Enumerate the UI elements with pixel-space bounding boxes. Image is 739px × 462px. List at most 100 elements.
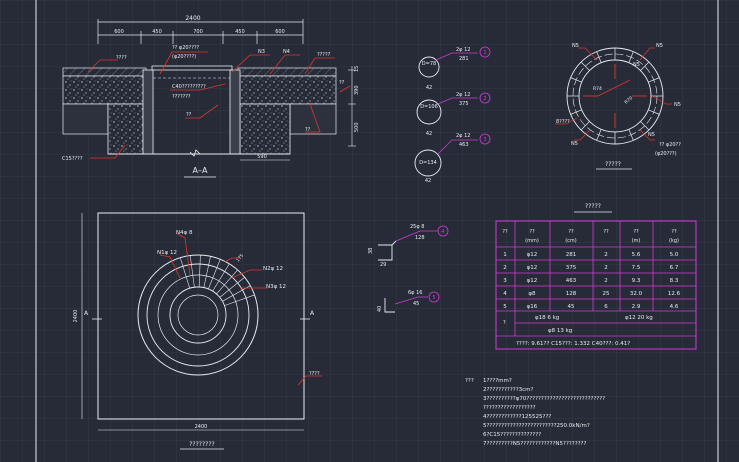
table-cell: φ16	[527, 304, 538, 310]
rebar-2-top: 2φ 12	[456, 92, 470, 98]
ring-segment-tick	[648, 77, 660, 83]
table-cell: 463	[566, 278, 577, 284]
section-seg-dim-3: 700	[193, 29, 203, 35]
section-title: A–A	[193, 166, 208, 175]
notes-line: 3??????????φ70??????????????????????????…	[483, 396, 605, 402]
ring-n5-1: N5	[572, 43, 579, 49]
section-seg-dim-5: 600	[275, 29, 285, 35]
table-cell: φ12	[527, 278, 538, 284]
notes: ??? 1????mm? 2???????????3cm? 3??????????φ…	[465, 378, 605, 447]
rebar-2-num: 2	[483, 96, 486, 102]
plan-radial-bar	[224, 294, 255, 306]
section-label-upper-mid: ?? φ20????	[172, 45, 200, 51]
table-cell: 2	[604, 252, 608, 258]
shape-4-top: 25φ 8	[410, 224, 424, 230]
table-cell: 4.6	[670, 304, 679, 310]
ring-left-label: 8????	[556, 119, 570, 125]
table-header-cell: ??	[568, 229, 574, 235]
shape-4-dim-1: 38	[368, 248, 374, 254]
ring-r70: R70	[623, 95, 634, 105]
ring-segment-tick	[640, 121, 650, 131]
section-label-top-right: ?????	[317, 52, 331, 58]
plan-corner-label: ????	[309, 371, 320, 377]
section-label-right2: ??	[305, 127, 311, 133]
rebar-1-num: 1	[483, 50, 486, 56]
notes-line: 4????????????125525???	[483, 414, 551, 420]
table-header-cell: (kg)	[669, 238, 679, 244]
section-right-dim-1: 15	[354, 66, 360, 72]
ring-bottom-right: ?? φ20??	[659, 142, 681, 148]
ring-n5-4: N5	[648, 132, 655, 138]
rebar-3-top: 2φ 12	[456, 133, 470, 139]
table-cell: 9.3	[632, 278, 641, 284]
table-cell: 2	[604, 278, 608, 284]
plan-radial-bar	[219, 277, 245, 298]
table-sum-line1: φ18 6 kg	[535, 315, 559, 321]
table-cell: 128	[566, 291, 577, 297]
table-footer: ????: 9.61?? C15???: 1.332 C40???: 0.41?	[516, 341, 630, 347]
table-cell: 281	[566, 252, 577, 258]
table-title: ?????	[585, 203, 601, 210]
section-right-dim-3: 500	[354, 122, 360, 132]
plan-radial-bar	[179, 257, 191, 289]
table-cell: 25	[603, 291, 610, 297]
section-seg-dim-4: 450	[235, 29, 245, 35]
ring-segment-tick	[628, 129, 634, 141]
rebar-1-len: 281	[459, 56, 469, 62]
table-cell: 4	[503, 291, 507, 297]
section-label-c40b: ???????	[172, 94, 191, 100]
plan-radial-bar	[212, 263, 230, 292]
table-cell: 375	[566, 265, 577, 271]
rebar-1-top: 2φ 12	[456, 47, 470, 53]
shape-5-num: 5	[432, 295, 435, 301]
small-rebar-shapes: 38 29 4 25φ 8 128 40 5 6φ 16 45	[368, 224, 449, 313]
ring-segment-tick	[596, 129, 602, 141]
plan-radial-bar	[216, 269, 238, 295]
table-cell: 2	[604, 265, 608, 271]
ring-segment-tick	[570, 109, 582, 115]
section-seg-dim-1: 600	[114, 29, 124, 35]
table-header-cell: (cm)	[565, 238, 577, 244]
table-cell: 5	[503, 304, 507, 310]
shape-4-dim-2: 29	[380, 262, 386, 268]
plan-radial-bar	[203, 256, 211, 288]
rebar-3-num: 3	[483, 137, 486, 143]
notes-line: ??????????????????	[483, 405, 536, 411]
plan-height-dim: 2400	[73, 310, 79, 323]
section-bottom-dim: 590	[257, 154, 267, 160]
plan-width-dim: 2400	[195, 424, 208, 430]
plan-view: N4φ 8 N1φ 12 N2φ 12 N3φ 12 175 A A 2400 …	[73, 212, 322, 450]
section-label-right1: ??	[339, 80, 345, 86]
table-cell: 5.6	[632, 252, 641, 258]
ring-segment-tick	[628, 51, 634, 63]
table-cell: 5.0	[670, 252, 679, 258]
plan-radial-bar	[189, 255, 195, 288]
section-label-top-left: ????	[116, 55, 127, 61]
plan-n3: N3φ 12	[266, 284, 286, 290]
table-sum-line2: φ8 13 kg	[548, 328, 572, 334]
ring-n5-5: N5	[571, 141, 578, 147]
notes-line: 7?????????N5????????????N5????????	[483, 441, 586, 447]
rebar-1-dia: D=78	[422, 61, 436, 67]
notes-label: ???	[465, 378, 474, 384]
ring-segment-tick	[640, 61, 650, 71]
rebar-3-len: 463	[459, 142, 469, 148]
table-cell: 8.3	[670, 278, 679, 284]
section-label-n4: N4	[283, 49, 290, 55]
table-cell: 2.9	[632, 304, 641, 310]
section-label-c15: C15????	[62, 156, 83, 162]
ring-segment-tick	[580, 121, 590, 131]
table-sum-label: ?	[503, 320, 506, 326]
ring-n5-6: N5	[633, 62, 640, 68]
ring-r74: R74	[593, 86, 602, 92]
table-header-cell: ??	[671, 229, 677, 235]
plan-title: ????????	[189, 441, 214, 448]
section-label-mid: ??	[186, 112, 192, 118]
notes-line: 1????mm?	[483, 378, 512, 384]
table-header-cell: ??	[529, 229, 535, 235]
table-header-cell: (m)	[632, 238, 641, 244]
section-label-upper-mid2: (φ20????)	[172, 54, 196, 60]
notes-line: 2???????????3cm?	[483, 387, 533, 393]
